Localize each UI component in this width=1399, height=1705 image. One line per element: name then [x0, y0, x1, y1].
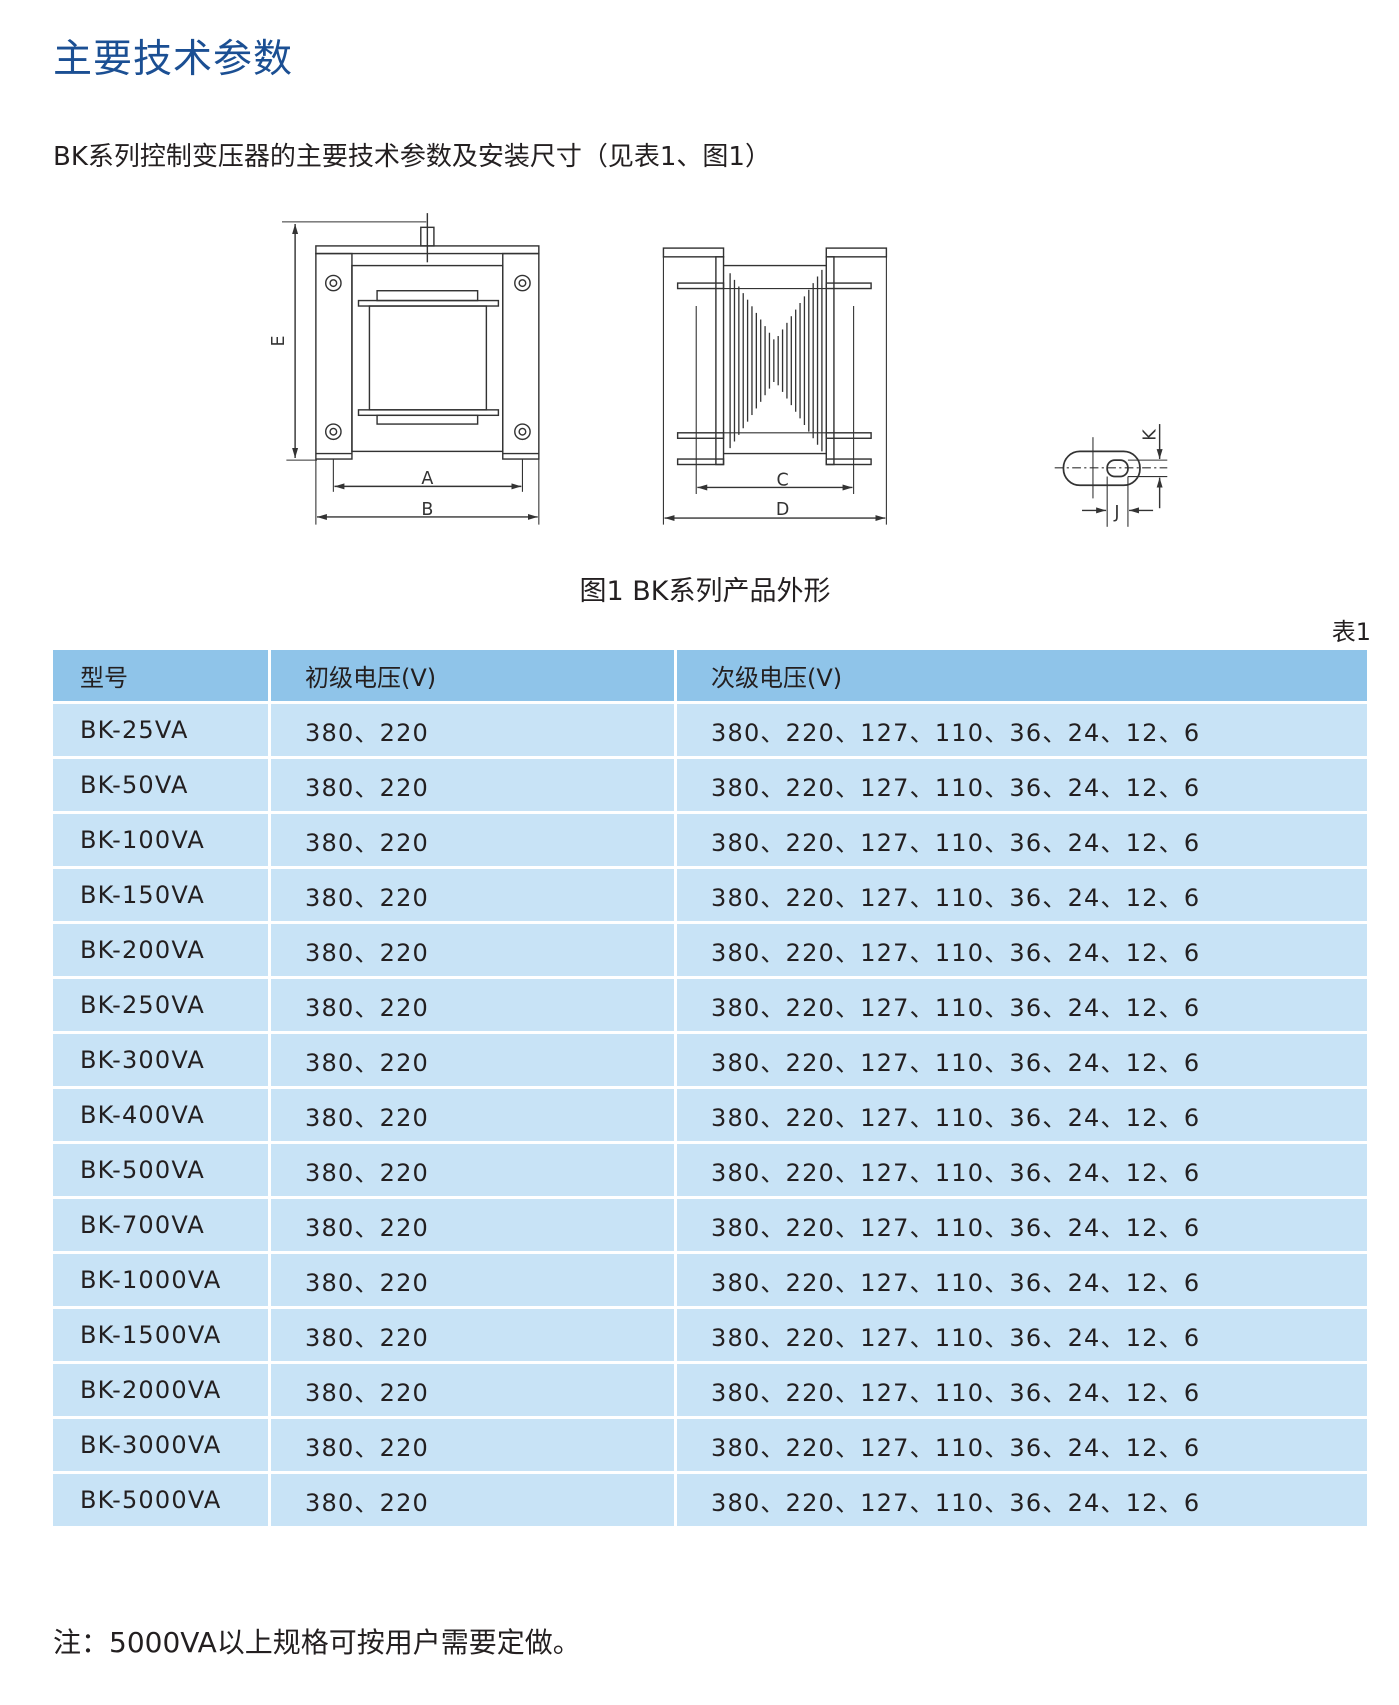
- footnote: 注：5000VA以上规格可按用户需要定做。: [53, 1626, 581, 1659]
- dim-label-k: K: [1140, 429, 1160, 441]
- primary-voltage-cell: 380、220: [268, 976, 677, 1034]
- dim-label-c: C: [776, 470, 788, 490]
- model-cell: BK-400VA: [53, 1086, 271, 1144]
- secondary-voltage-cell: 380、220、127、110、36、24、12、6: [674, 921, 1367, 979]
- dim-label-d: D: [776, 500, 789, 520]
- page-title: 主要技术参数: [53, 37, 294, 82]
- model-cell: BK-300VA: [53, 1031, 271, 1089]
- model-cell: BK-700VA: [53, 1196, 271, 1254]
- figure-caption: 图1 BK系列产品外形: [579, 576, 831, 607]
- secondary-voltage-cell: 380、220、127、110、36、24、12、6: [674, 1416, 1367, 1474]
- model-cell: BK-1500VA: [53, 1306, 271, 1364]
- secondary-voltage-cell: 380、220、127、110、36、24、12、6: [674, 701, 1367, 759]
- mounting-hole-icon: [325, 274, 531, 441]
- secondary-voltage-cell: 380、220、127、110、36、24、12、6: [674, 1086, 1367, 1144]
- secondary-voltage-cell: 380、220、127、110、36、24、12、6: [674, 866, 1367, 924]
- secondary-voltage-cell: 380、220、127、110、36、24、12、6: [674, 1306, 1367, 1364]
- primary-voltage-cell: 380、220: [268, 1306, 677, 1364]
- primary-voltage-cell: 380、220: [268, 1361, 677, 1419]
- header-primary-voltage: 初级电压(V): [268, 647, 677, 704]
- primary-voltage-cell: 380、220: [268, 701, 677, 759]
- dim-label-e: E: [269, 335, 289, 346]
- header-model: 型号: [53, 647, 271, 704]
- primary-voltage-cell: 380、220: [268, 1251, 677, 1309]
- primary-voltage-cell: 380、220: [268, 1086, 677, 1144]
- primary-voltage-cell: 380、220: [268, 1141, 677, 1199]
- secondary-voltage-cell: 380、220、127、110、36、24、12、6: [674, 1196, 1367, 1254]
- model-cell: BK-25VA: [53, 701, 271, 759]
- side-view: [662, 247, 888, 525]
- model-cell: BK-50VA: [53, 756, 271, 814]
- slot-detail: [1054, 424, 1168, 527]
- secondary-voltage-cell: 380、220、127、110、36、24、12、6: [674, 1251, 1367, 1309]
- secondary-voltage-cell: 380、220、127、110、36、24、12、6: [674, 1361, 1367, 1419]
- model-cell: BK-150VA: [53, 866, 271, 924]
- model-cell: BK-200VA: [53, 921, 271, 979]
- secondary-voltage-cell: 380、220、127、110、36、24、12、6: [674, 1141, 1367, 1199]
- primary-voltage-cell: 380、220: [268, 756, 677, 814]
- model-cell: BK-2000VA: [53, 1361, 271, 1419]
- secondary-voltage-cell: 380、220、127、110、36、24、12、6: [674, 1031, 1367, 1089]
- front-view: [281, 213, 540, 525]
- model-cell: BK-500VA: [53, 1141, 271, 1199]
- primary-voltage-cell: 380、220: [268, 866, 677, 924]
- secondary-voltage-cell: 380、220、127、110、36、24、12、6: [674, 811, 1367, 869]
- secondary-voltage-cell: 380、220、127、110、36、24、12、6: [674, 1471, 1367, 1529]
- dim-label-b: B: [421, 500, 433, 520]
- secondary-voltage-cell: 380、220、127、110、36、24、12、6: [674, 756, 1367, 814]
- model-cell: BK-1000VA: [53, 1251, 271, 1309]
- model-cell: BK-5000VA: [53, 1471, 271, 1529]
- primary-voltage-cell: 380、220: [268, 1471, 677, 1529]
- primary-voltage-cell: 380、220: [268, 811, 677, 869]
- dim-label-j: J: [1113, 503, 1119, 523]
- section-subtitle: BK系列控制变压器的主要技术参数及安装尺寸（见表1、图1）: [53, 142, 771, 172]
- primary-voltage-cell: 380、220: [268, 1031, 677, 1089]
- model-cell: BK-100VA: [53, 811, 271, 869]
- header-secondary-voltage: 次级电压(V): [674, 647, 1367, 704]
- model-cell: BK-3000VA: [53, 1416, 271, 1474]
- dim-label-a: A: [421, 469, 433, 489]
- primary-voltage-cell: 380、220: [268, 1416, 677, 1474]
- model-cell: BK-250VA: [53, 976, 271, 1034]
- table-label: 表1: [1331, 618, 1371, 646]
- primary-voltage-cell: 380、220: [268, 921, 677, 979]
- secondary-voltage-cell: 380、220、127、110、36、24、12、6: [674, 976, 1367, 1034]
- table-header-row: 型号 初级电压(V) 次级电压(V): [53, 647, 1367, 704]
- primary-voltage-cell: 380、220: [268, 1196, 677, 1254]
